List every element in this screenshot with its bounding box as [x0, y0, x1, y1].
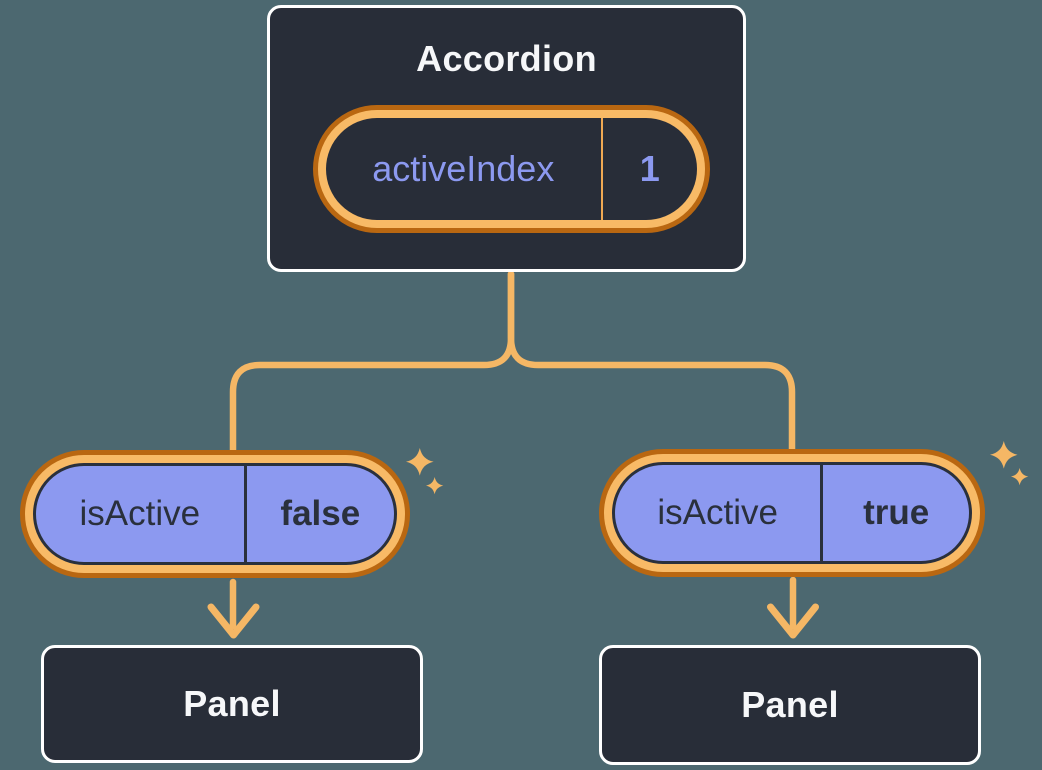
accordion-box: Accordion activeIndex 1 — [267, 5, 746, 272]
down-arrow-icon — [207, 578, 260, 639]
prop-value: true — [863, 493, 930, 532]
sparkle-icon — [406, 448, 444, 495]
panel-label: Panel — [741, 684, 839, 725]
prop-pill-right-body: isActive true — [612, 462, 972, 564]
tree-connector — [229, 270, 796, 455]
pill-divider — [243, 466, 247, 562]
panel-box-left: Panel — [41, 645, 423, 763]
state-name: activeIndex — [372, 148, 555, 189]
prop-pill-right: isActive true — [599, 449, 985, 577]
panel-box-right: Panel — [599, 645, 981, 765]
down-arrow-icon — [767, 576, 819, 639]
prop-pill-left: isActive false — [20, 450, 410, 578]
prop-name: isActive — [657, 493, 778, 532]
state-pill: activeIndex 1 — [313, 105, 710, 233]
panel-label: Panel — [183, 683, 281, 724]
state-pill-body: activeIndex 1 — [326, 118, 697, 220]
pill-divider — [820, 465, 824, 561]
state-value: 1 — [639, 148, 660, 189]
sparkle-icon — [990, 441, 1029, 486]
prop-name: isActive — [79, 494, 201, 533]
pill-divider — [600, 118, 603, 220]
prop-value: false — [280, 494, 361, 533]
accordion-title: Accordion — [416, 38, 597, 79]
prop-pill-left-body: isActive false — [33, 463, 397, 565]
